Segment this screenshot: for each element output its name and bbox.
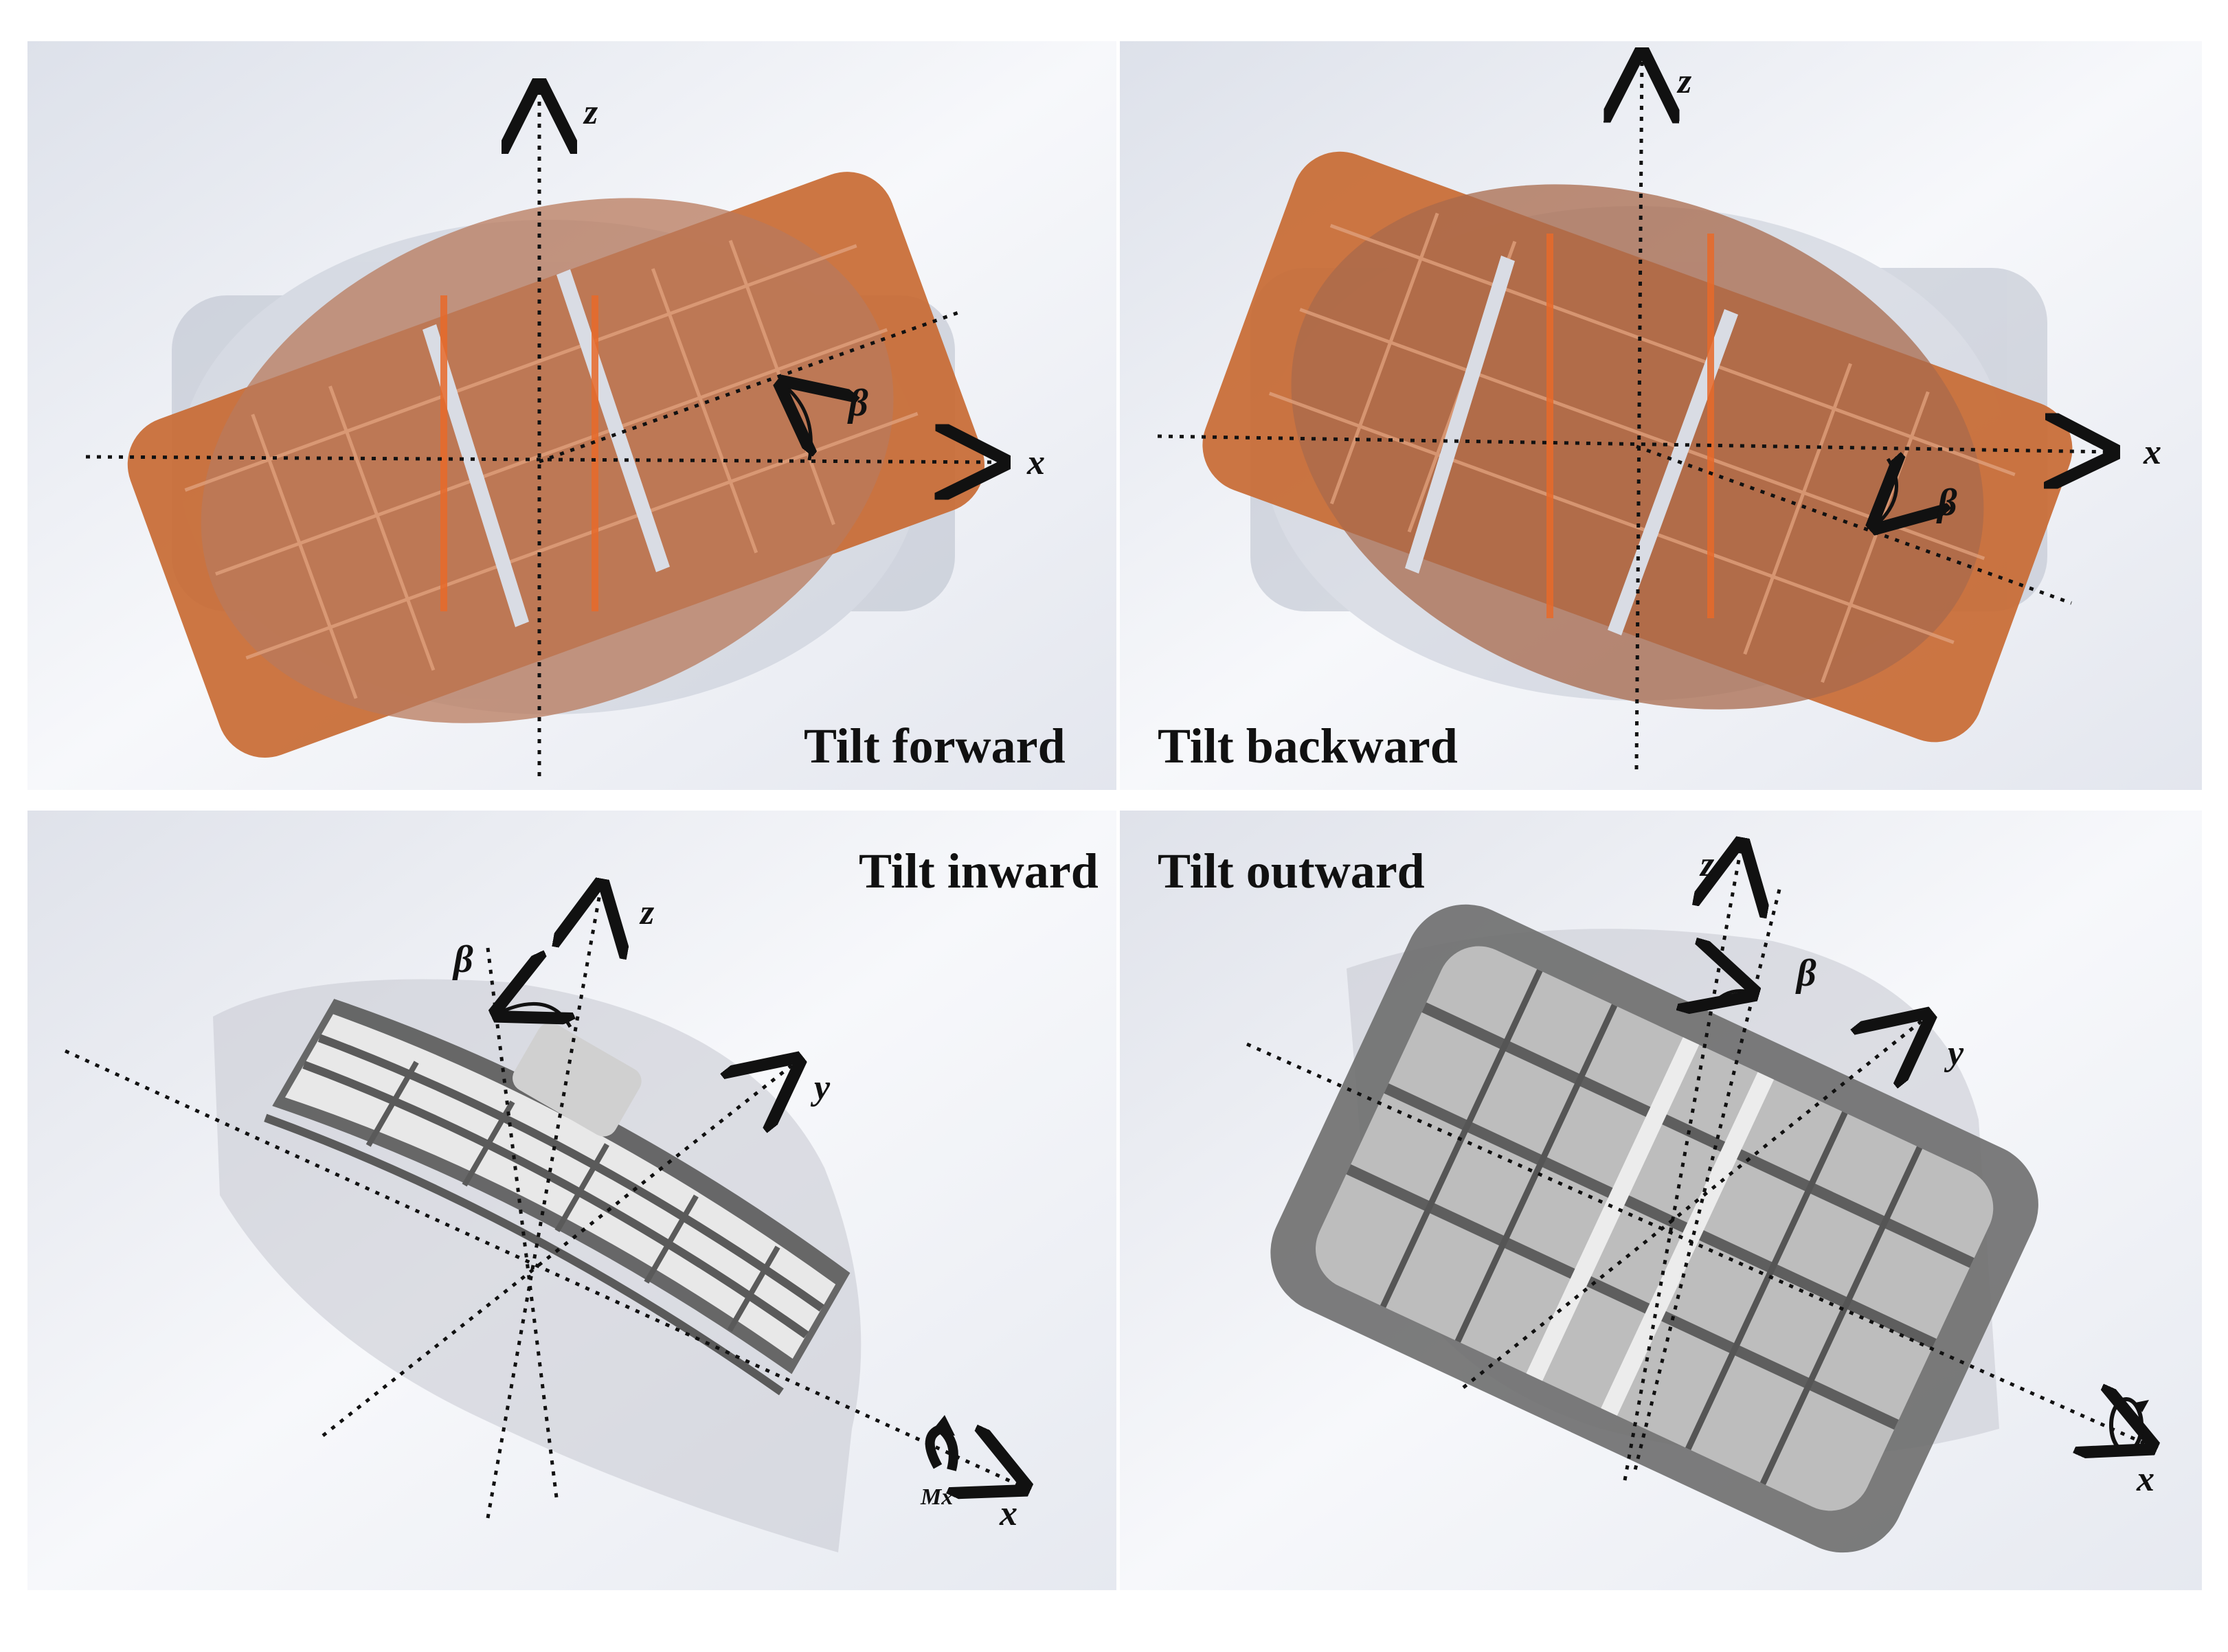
z-axis	[1636, 55, 1642, 770]
x-label: x	[2136, 1460, 2154, 1499]
tilt-axis	[539, 310, 959, 464]
caption-tilt-inward: Tilt inward	[859, 844, 1099, 898]
panel-tilt-forward: z x β Tilt forward	[27, 41, 1116, 790]
angle-arc	[498, 1004, 570, 1028]
angle-label: β	[452, 938, 473, 981]
angle-label: β	[1936, 482, 1957, 524]
x-label: x	[2143, 433, 2161, 472]
angle-arc	[1711, 991, 1752, 1007]
axes	[85, 86, 1003, 776]
caption-tilt-outward: Tilt outward	[1158, 844, 1425, 898]
panel-tilt-inward: z y x β Mx Tilt inward	[27, 811, 1116, 1590]
panel-tilt-backward: z x β Tilt backward	[1120, 41, 2202, 790]
caption-tilt-backward: Tilt backward	[1158, 718, 1458, 773]
z-label: z	[583, 93, 598, 132]
z-label: z	[639, 893, 655, 932]
tilt-inward-diagram: z y x β Mx	[27, 811, 1116, 1590]
tilt-outward-diagram: z y x β	[1120, 811, 2202, 1590]
moment-icon	[2109, 1397, 2149, 1453]
y-axis	[322, 1061, 797, 1437]
moment-label: Mx	[920, 1484, 953, 1510]
panel-tilt-outward: z y x β Tilt outward	[1120, 811, 2202, 1590]
z-label: z	[1699, 845, 1715, 884]
axes	[1246, 845, 2150, 1481]
axes	[1157, 55, 2113, 770]
tilt-forward-diagram: z x β	[27, 41, 1116, 790]
tilted-body	[264, 999, 851, 1396]
slots	[423, 269, 670, 627]
caption-tilt-forward: Tilt forward	[804, 718, 1066, 773]
tilted-body	[1270, 904, 2038, 1553]
slots	[1405, 256, 1738, 635]
tilt-backward-diagram: z x β	[1120, 41, 2202, 790]
x-label: x	[1026, 443, 1045, 482]
vertical-ref-axis	[486, 947, 559, 1498]
z-label: z	[1676, 62, 1692, 101]
tilted-plate	[127, 172, 985, 758]
angle-arc	[1876, 459, 1896, 525]
angle-arc	[783, 385, 811, 461]
x-label: x	[999, 1494, 1017, 1533]
z-axis	[486, 886, 601, 1519]
tilt-axis	[1636, 444, 2072, 605]
angle-label: β	[847, 382, 868, 425]
axes	[64, 886, 1024, 1519]
moment-icon	[925, 1415, 958, 1471]
angle-label: β	[1795, 952, 1816, 995]
y-axis	[1462, 1017, 1927, 1389]
